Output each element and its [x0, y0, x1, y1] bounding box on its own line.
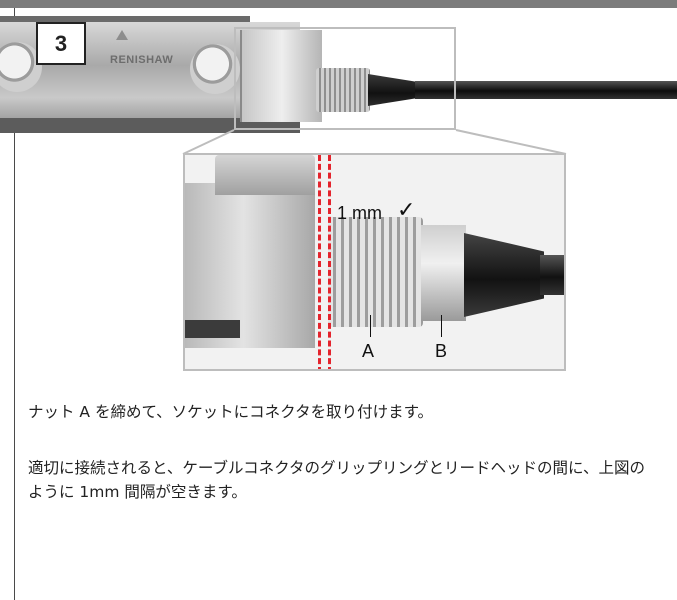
- scale-rail-top: [0, 16, 250, 24]
- leader-line-a: [370, 315, 371, 337]
- brand-mark-icon: [116, 30, 128, 40]
- cable-strain-relief: [464, 233, 544, 317]
- page-frame-line: [14, 0, 15, 600]
- readhead-body: [240, 30, 322, 122]
- leader-line-b: [441, 315, 442, 337]
- zoom-detail-image: 1 mm ✓ A B: [183, 153, 566, 371]
- gap-marker-right: [328, 155, 331, 369]
- mounting-screw-left: [0, 42, 42, 92]
- mounting-screw-right: [190, 44, 240, 94]
- gap-marker-left: [318, 155, 321, 369]
- step-number-badge: 3: [36, 22, 86, 65]
- readhead-slot: [185, 320, 240, 338]
- instruction-paragraph-1: ナット A を締めて、ソケットにコネクタを取り付けます。: [28, 403, 434, 421]
- top-border-bar: [0, 0, 677, 8]
- part-label-b: B: [435, 341, 448, 361]
- nut-a-closeup: [328, 217, 423, 327]
- cable-closeup: [540, 255, 564, 295]
- readhead-closeup-top: [215, 155, 315, 195]
- connector-nut: [316, 68, 370, 112]
- checkmark-icon: ✓: [397, 198, 416, 223]
- brand-logo: RENISHAW: [110, 54, 174, 66]
- grip-ring-b-closeup: [421, 225, 466, 321]
- detail-callout-box: [234, 27, 456, 130]
- instruction-paragraph-2: 適切に接続されると、ケーブルコネクタのグリップリングとリードヘッドの間に、上図の…: [28, 459, 646, 501]
- gap-measurement-label: 1 mm: [337, 203, 382, 223]
- cable: [415, 81, 677, 99]
- readhead-photo: RENISHAW: [0, 0, 677, 133]
- part-label-a: A: [362, 341, 375, 361]
